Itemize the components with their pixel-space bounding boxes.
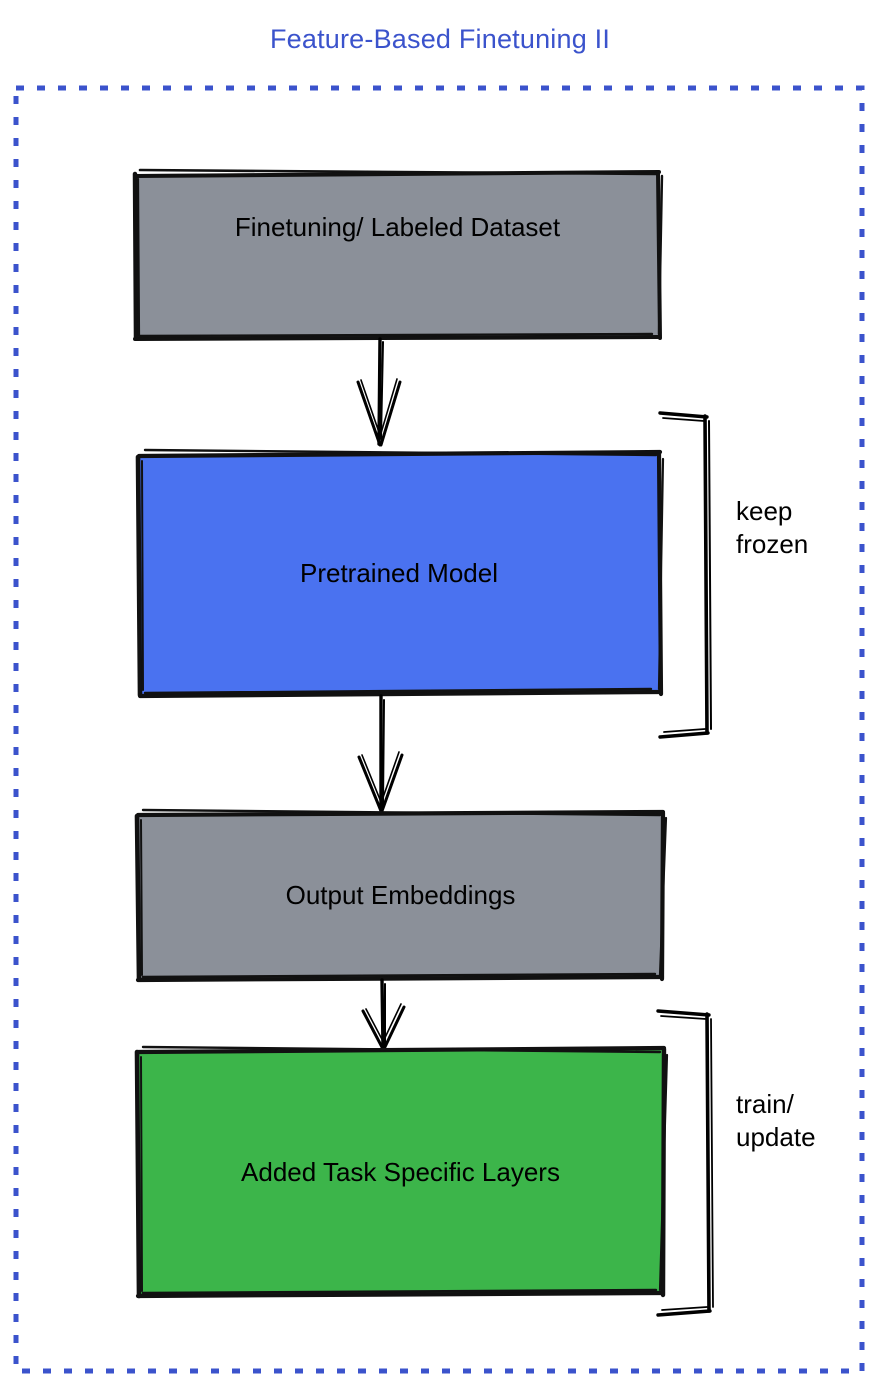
node-layers[interactable]: Added Task Specific Layers — [136, 1050, 665, 1295]
arrow-pretrained-to-embeddings — [357, 694, 404, 813]
node-pretrained-label: Pretrained Model — [300, 558, 498, 589]
node-embeddings[interactable]: Output Embeddings — [137, 812, 664, 978]
page-title: Feature-Based Finetuning II — [269, 24, 611, 54]
bracket-keep-frozen — [658, 411, 712, 739]
node-embeddings-label: Output Embeddings — [285, 879, 516, 910]
node-dataset-shape — [132, 168, 664, 341]
node-layers-label: Added Task Specific Layers — [241, 1157, 560, 1188]
annotation-train-update: train/ update — [736, 1089, 816, 1152]
arrow-embeddings-to-layers — [361, 978, 406, 1051]
dashed-frame — [13, 85, 865, 1374]
node-layers-shape — [134, 1045, 669, 1299]
node-dataset[interactable]: Finetuning/ Labeled Dataset — [134, 171, 661, 339]
arrow-dataset-to-pretrained — [356, 337, 402, 447]
annotation-keep-frozen: keep frozen — [736, 496, 809, 559]
node-embeddings-shape — [134, 808, 668, 983]
bracket-train-update — [656, 1009, 714, 1317]
node-dataset-label: Finetuning/ Labeled Dataset — [234, 212, 561, 242]
node-pretrained[interactable]: Pretrained Model — [137, 452, 661, 695]
node-pretrained-shape — [135, 448, 665, 699]
